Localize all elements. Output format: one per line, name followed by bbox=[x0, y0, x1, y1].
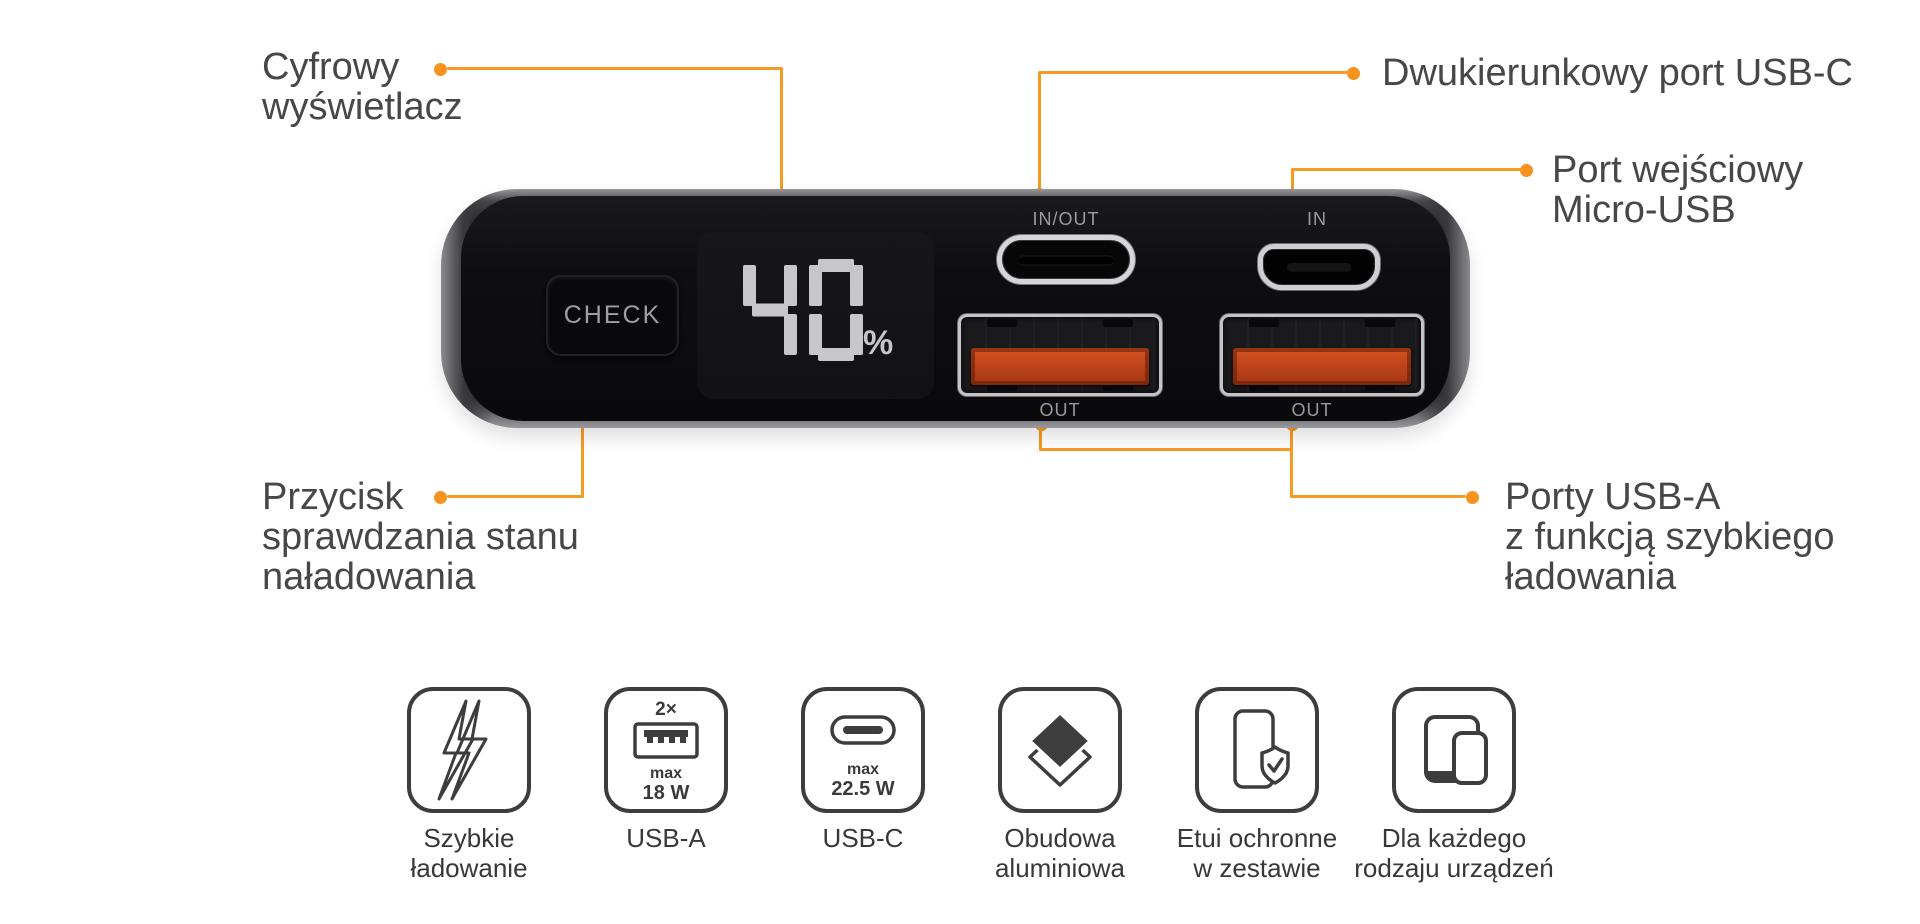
usb-c-watt-label: 22.5 W bbox=[831, 778, 895, 800]
usb-a-port-1 bbox=[958, 314, 1162, 396]
contact-tab bbox=[987, 319, 1017, 327]
fast-charging-icon bbox=[437, 699, 488, 801]
usb-a-port-1-label: OUT bbox=[1039, 400, 1081, 420]
callout-line bbox=[1039, 448, 1293, 451]
usb-c-slot bbox=[1018, 255, 1114, 264]
callout-label-usb-c: Dwukierunkowy port USB-C bbox=[1382, 52, 1853, 94]
callout-dot bbox=[1347, 67, 1360, 80]
feature-all-devices bbox=[1392, 687, 1516, 813]
feature-usb-c: max 22.5 W bbox=[801, 687, 925, 813]
contact-tab bbox=[1249, 383, 1279, 391]
callout-line bbox=[1038, 71, 1041, 193]
callout-line bbox=[1290, 495, 1466, 498]
feature-protective-case bbox=[1195, 687, 1319, 813]
usb-a-port-2-label: OUT bbox=[1291, 400, 1333, 420]
contact-tab bbox=[1365, 319, 1395, 327]
usb-c-max-label: max bbox=[846, 761, 880, 778]
callout-line bbox=[1292, 168, 1523, 171]
usb-c-port-label: IN/OUT bbox=[1032, 209, 1100, 229]
feature-caption: Szybkie ładowanie bbox=[410, 823, 528, 883]
callout-line bbox=[1291, 168, 1294, 196]
protective-case-icon bbox=[1233, 709, 1290, 789]
feature-caption: Etui ochronne w zestawie bbox=[1176, 823, 1338, 883]
feature-caption: Obudowa aluminiowa bbox=[994, 823, 1126, 883]
feature-aluminium-case bbox=[998, 687, 1122, 813]
callout-line bbox=[1040, 71, 1350, 74]
callout-dot bbox=[1466, 491, 1479, 504]
contact-tab bbox=[1365, 383, 1395, 391]
power-bank: CHECK % IN/OUT IN bbox=[441, 189, 1470, 428]
callout-dot bbox=[1520, 164, 1533, 177]
feature-usb-a: 2× max 18 W bbox=[604, 687, 728, 813]
callout-line bbox=[780, 67, 783, 241]
feature-caption: USB-A bbox=[626, 823, 706, 853]
callout-label-micro-usb: Port wejściowy Micro-USB bbox=[1552, 149, 1804, 231]
callout-label-usb-a-ports: Porty USB-A z funkcją szybkiego ładowani… bbox=[1505, 476, 1835, 598]
power-bank-face: CHECK % IN/OUT IN bbox=[461, 196, 1450, 421]
display-percent-sign: % bbox=[863, 324, 894, 362]
contact-tab bbox=[1103, 383, 1133, 391]
callout-label-digital-display: Cyfrowy wyświetlacz bbox=[262, 46, 463, 128]
check-button-label: CHECK bbox=[563, 301, 662, 329]
callout-line bbox=[447, 67, 783, 70]
usb-c-port bbox=[997, 235, 1135, 284]
check-button: CHECK bbox=[546, 275, 679, 356]
all-devices-icon bbox=[1424, 715, 1488, 785]
feature-fast-charging bbox=[407, 687, 531, 813]
callout-line bbox=[447, 495, 584, 498]
usb-a-tongue bbox=[971, 348, 1149, 385]
seven-segment-digits bbox=[743, 259, 863, 361]
callout-line bbox=[1290, 448, 1293, 498]
usb-a-watt-label: 18 W bbox=[642, 782, 690, 804]
feature-caption: Dla każdego rodzaju urządzeń bbox=[1354, 823, 1554, 883]
micro-usb-slot bbox=[1287, 263, 1351, 271]
micro-usb-port bbox=[1258, 244, 1380, 290]
digital-display: % bbox=[697, 232, 934, 399]
contact-tab bbox=[1103, 319, 1133, 327]
usb-a-count-label: 2× bbox=[655, 699, 677, 720]
usb-a-port-2 bbox=[1220, 314, 1424, 396]
usb-a-max-label: max bbox=[649, 765, 683, 782]
feature-caption: USB-C bbox=[822, 823, 904, 853]
callout-label-check-button: Przycisk sprawdzania stanu naładowania bbox=[262, 476, 579, 598]
usb-a-tongue bbox=[1233, 348, 1411, 385]
callout-dot bbox=[434, 63, 447, 76]
callout-line bbox=[1290, 428, 1293, 451]
usb-a-icon bbox=[633, 722, 699, 759]
contact-tab bbox=[1249, 319, 1279, 327]
contact-tab bbox=[987, 383, 1017, 391]
callout-line bbox=[1039, 428, 1042, 451]
callout-dot bbox=[434, 491, 447, 504]
usb-c-icon bbox=[830, 715, 896, 745]
aluminium-case-icon bbox=[1028, 711, 1092, 787]
micro-usb-port-label: IN bbox=[1307, 209, 1327, 229]
